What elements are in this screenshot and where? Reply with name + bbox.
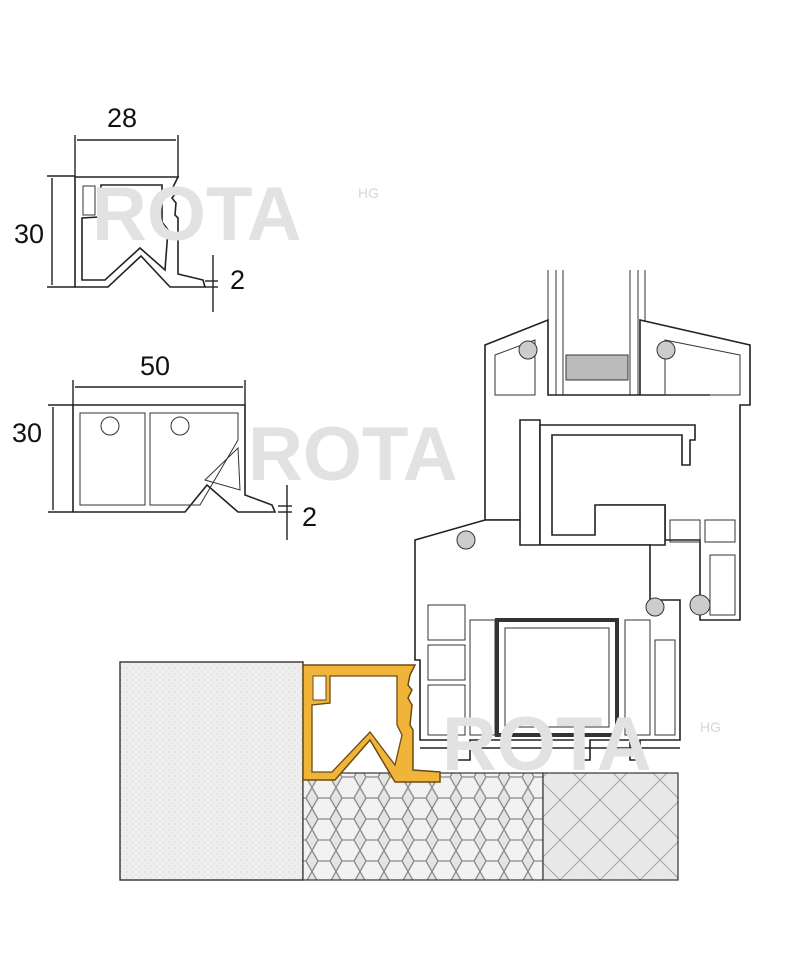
insulation-hex [302,772,544,881]
svg-text:ROTA: ROTA [248,412,458,497]
profile-small: 28 30 2 [14,103,245,312]
wall-block [119,661,304,881]
svg-text:HG: HG [700,719,721,735]
width-label: 28 [107,103,137,133]
height-label: 30 [14,219,44,249]
glazing [547,270,646,395]
svg-text:ROTA: ROTA [442,702,652,787]
thickness-label: 2 [302,502,317,532]
height-label: 30 [12,418,42,448]
watermark-bottom: ROTA HG [442,702,721,787]
insulation-fiber [542,772,679,881]
svg-text:HG: HG [358,185,379,201]
thickness-label: 2 [230,265,245,295]
window-profile-section [414,270,751,761]
profile-large: 50 30 2 [12,351,317,540]
width-label: 50 [140,351,170,381]
watermark-top: ROTA HG [92,172,379,257]
installed-profile-highlight [302,664,441,783]
svg-text:ROTA: ROTA [92,172,302,257]
watermark-middle: ROTA [248,412,458,497]
